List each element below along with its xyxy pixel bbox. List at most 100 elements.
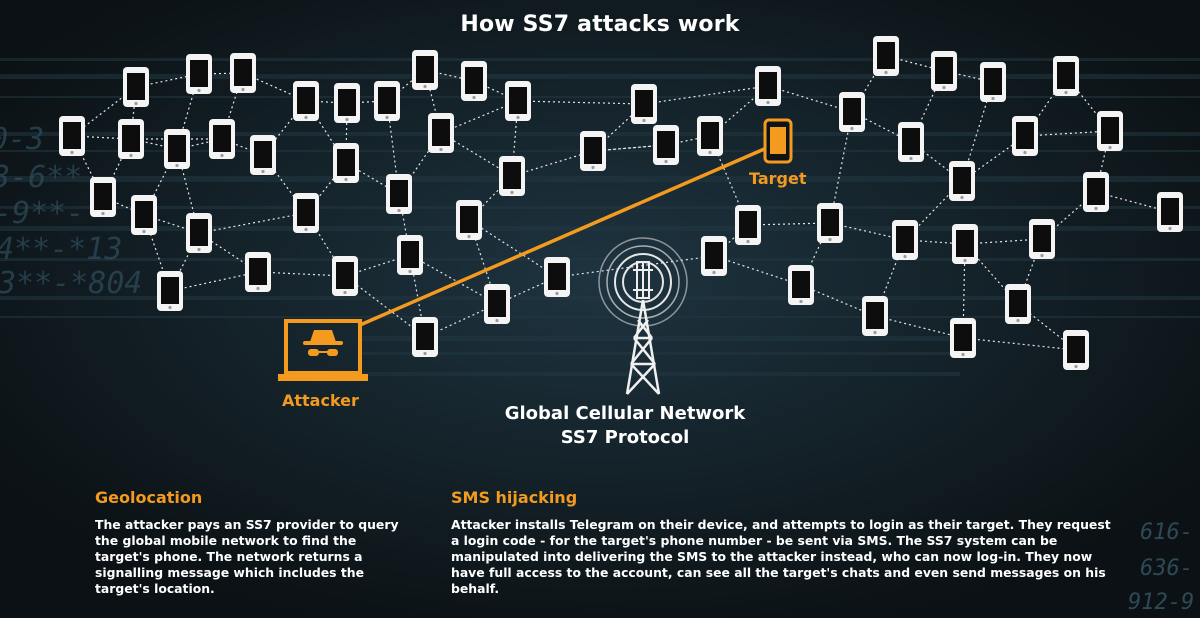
network-caption-line2: SS7 Protocol [560,427,690,448]
phone-icon [892,220,918,260]
network-link [1024,130,1111,137]
network-link [713,255,802,286]
network-caption: Global Cellular Network SS7 Protocol [480,402,770,450]
network-link [440,100,519,134]
spy-icon [303,330,343,356]
phone-icon [862,296,888,336]
phone-icon [839,92,865,132]
phone-icon [293,193,319,233]
geolocation-heading: Geolocation [95,488,203,507]
phone-icon [931,51,957,91]
phone-icon [164,129,190,169]
phone-icon [1157,192,1183,232]
phone-icon [250,135,276,175]
laptop-icon [278,319,368,381]
phone-icon [580,131,606,171]
phone-icon [1083,172,1109,212]
network-link [257,271,346,277]
phone-icon [980,62,1006,102]
network-link [874,239,906,317]
network-link [130,86,137,140]
geolocation-text: The attacker pays an SS7 provider to que… [95,517,399,596]
phone-icon [209,119,235,159]
bg-digits: 3-6** [0,160,83,195]
bg-digits: 4**-*13 [0,232,123,267]
phone-icon [293,81,319,121]
phone-icon [697,116,723,156]
phone-icon [186,213,212,253]
network-link [874,315,964,339]
network-link [409,254,426,338]
phone-icon [334,83,360,123]
phone-icon [333,143,359,183]
network-link [517,100,645,105]
phone-icon [788,265,814,305]
sms-hijacking-text: Attacker installs Telegram on their devi… [451,517,1111,596]
phone-icon [90,177,116,217]
network-link [169,271,259,292]
network-link [829,111,853,224]
network-caption-line1: Global Cellular Network [504,403,746,424]
phone-icon [701,236,727,276]
bg-digits: -9**- [0,196,85,231]
phone-icon [131,195,157,235]
phone-icon [544,257,570,297]
phone-icon [499,156,525,196]
phone-icon [1005,284,1031,324]
phone-icon [505,81,531,121]
attack-line [359,141,779,327]
network-link [904,180,963,241]
phone-nodes [59,36,1183,370]
phone-icon [1053,56,1079,96]
phone-icon [456,200,482,240]
phone-icon [428,113,454,153]
phone-icon [332,256,358,296]
network-link [344,275,426,338]
network-link [468,219,558,278]
bg-digits: 912-9 [1128,590,1195,615]
phone-icon [950,318,976,358]
phone-icon [59,116,85,156]
bg-digits: 616- [1140,520,1193,545]
attacker-label: Attacker [282,391,359,410]
phone-icon [484,284,510,324]
phone-icon [1097,111,1123,151]
phone-icon [949,161,975,201]
network-link [440,132,513,177]
sms-hijacking-section: SMS hijacking Attacker installs Telegram… [451,488,1113,597]
network-link [71,86,137,137]
phone-icon [1063,330,1089,370]
phone-icon [631,84,657,124]
phone-icon [374,81,400,121]
bg-digits: 0-3 [0,122,45,157]
phone-icon [735,205,761,245]
network-link [962,337,1077,351]
phone-icon [245,252,271,292]
phone-icon [898,122,924,162]
phone-icon [653,125,679,165]
network-link [409,254,498,305]
sms-hijacking-heading: SMS hijacking [451,488,578,507]
phone-icon [1029,219,1055,259]
phone-icon [230,53,256,93]
phone-icon [755,66,781,106]
phone-icon [1012,116,1038,156]
phone-icon [123,67,149,107]
phone-icon [412,317,438,357]
bg-digits: 3**-*804 [0,266,143,301]
target-phone-icon [763,118,793,164]
bg-digits: 636- [1140,556,1193,581]
network-link [198,212,307,234]
target-label: Target [749,169,807,188]
phone-icon [186,54,212,94]
network-link [747,222,831,226]
page-title: How SS7 attacks work [460,12,740,37]
network-link [556,255,715,278]
phone-icon [817,203,843,243]
phone-icon [118,119,144,159]
phone-icon [386,174,412,214]
geolocation-section: Geolocation The attacker pays an SS7 pro… [95,488,415,597]
phone-icon [157,271,183,311]
